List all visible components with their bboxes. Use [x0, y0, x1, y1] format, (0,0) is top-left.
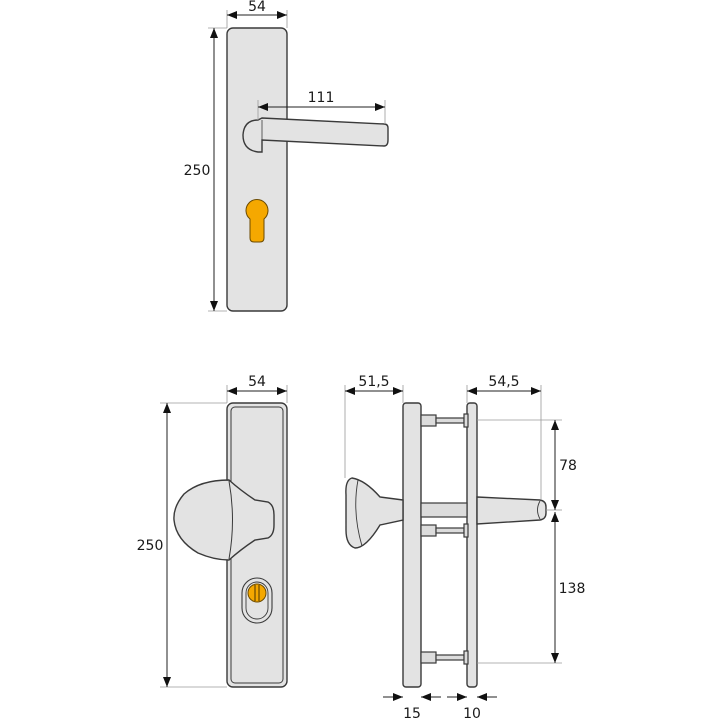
dim-knob-plate-width: 54: [248, 374, 266, 390]
knob-front-view: 54 250: [137, 374, 288, 688]
dim-knob-plate-height: 250: [137, 538, 164, 554]
dim-outer-plate-thickness: 15: [403, 706, 421, 720]
dim-plate-height: 250: [184, 163, 211, 179]
dim-plate-width: 54: [248, 0, 266, 15]
profile-cylinder-keyhole-icon: [245, 199, 269, 243]
dim-upper-spacing: 78: [559, 458, 577, 474]
side-view: 51,5 54,5 78 138 15 10: [344, 374, 586, 720]
dim-lower-spacing: 138: [559, 581, 586, 597]
lever-backplate: [226, 27, 288, 312]
dim-knob-projection: 51,5: [358, 374, 389, 390]
spindle: [420, 502, 468, 518]
lever-handle: [242, 117, 389, 153]
lever-side: [476, 496, 547, 525]
dim-inner-plate-thickness: 10: [463, 706, 481, 720]
inner-plate-side: [466, 402, 478, 688]
cylinder-icon: [247, 583, 267, 603]
dim-lever-projection: 54,5: [488, 374, 519, 390]
lever-handle-front-view: 54 250 111: [184, 0, 389, 312]
knob: [173, 479, 275, 561]
dim-lever-length: 111: [308, 90, 335, 106]
outer-plate-side: [402, 402, 422, 688]
knob-side: [345, 477, 404, 549]
fixing-screws: [420, 413, 469, 665]
